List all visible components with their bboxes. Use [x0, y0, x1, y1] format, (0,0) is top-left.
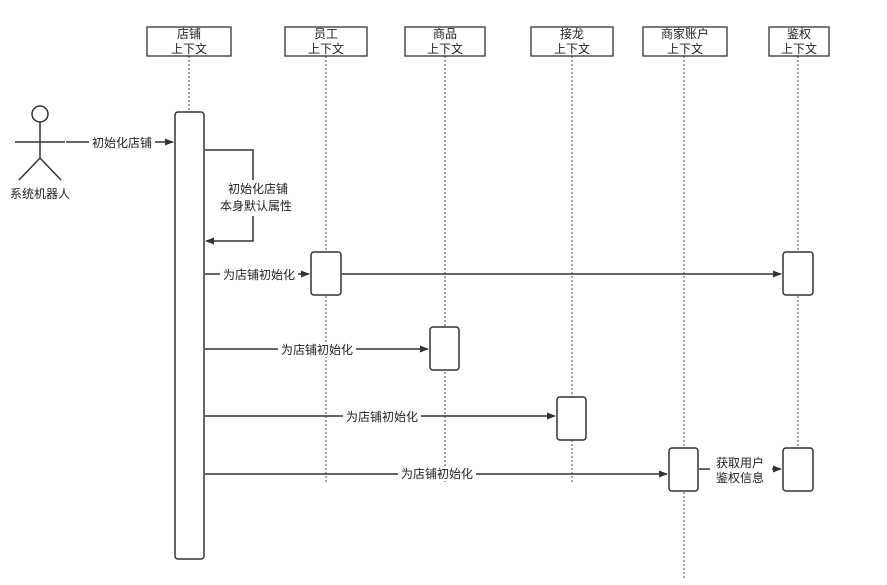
participant-staff-name: 员工: [314, 27, 338, 41]
participant-jielong-sub: 上下文: [554, 41, 590, 56]
participant-shop-name: 店铺: [177, 27, 201, 41]
actor-label: 系统机器人: [10, 187, 70, 201]
lifelines: [188, 56, 799, 578]
msg-self-init-label-line1: 初始化店铺: [228, 182, 288, 196]
participant-merchant-account[interactable]: 商家账户 上下文: [642, 26, 728, 57]
participant-auth-sub: 上下文: [781, 41, 817, 56]
participant-staff-sub: 上下文: [308, 41, 344, 56]
activation-auth-top[interactable]: [782, 251, 814, 296]
msg-get-auth-label-line1: 获取用户: [716, 455, 764, 470]
participant-goods[interactable]: 商品 上下文: [404, 26, 486, 57]
participant-merchant-account-name: 商家账户: [661, 26, 709, 41]
activation-merchant-account[interactable]: [668, 447, 699, 492]
participant-shop-sub: 上下文: [171, 41, 207, 56]
participant-staff[interactable]: 员工 上下文: [284, 26, 368, 57]
activation-auth-bottom[interactable]: [782, 447, 814, 492]
participant-merchant-account-sub: 上下文: [667, 41, 703, 56]
msg-init-goods-label: 为店铺初始化: [281, 343, 353, 357]
actor-head: [31, 105, 49, 123]
msg-self-init-label-line2: 本身默认属性: [220, 198, 292, 213]
activation-goods[interactable]: [429, 326, 460, 371]
msg-get-auth-label-line2: 鉴权信息: [716, 470, 764, 485]
message-labels: 初始化店铺 初始化店铺 本身默认属性 为店铺初始化 为店铺初始化 为店铺初始化 …: [89, 135, 772, 487]
msg-init-account-label: 为店铺初始化: [401, 467, 473, 481]
actor-left-leg: [18, 157, 41, 181]
msg-init-staff-label: 为店铺初始化: [223, 268, 295, 282]
messages: [66, 138, 782, 478]
msg-init-jielong-label: 为店铺初始化: [346, 410, 418, 424]
participant-auth[interactable]: 鉴权 上下文: [768, 26, 830, 57]
activations: [174, 111, 814, 560]
participant-auth-name: 鉴权: [787, 27, 811, 41]
participant-jielong[interactable]: 接龙 上下文: [530, 26, 614, 57]
activation-shop[interactable]: [174, 111, 205, 560]
activation-jielong[interactable]: [556, 396, 587, 441]
participant-goods-name: 商品: [433, 26, 457, 41]
activation-staff[interactable]: [310, 251, 342, 296]
participant-shop[interactable]: 店铺 上下文: [146, 26, 232, 57]
participant-jielong-name: 接龙: [560, 26, 584, 41]
actor-right-leg: [39, 157, 62, 181]
msg-init-shop-label: 初始化店铺: [92, 136, 152, 150]
actor-robot[interactable]: [15, 105, 65, 181]
participants: 店铺 上下文 员工 上下文 商品 上下文 接龙 上下文 商家账户 上下文 鉴权 …: [146, 26, 830, 57]
participant-goods-sub: 上下文: [427, 41, 463, 56]
